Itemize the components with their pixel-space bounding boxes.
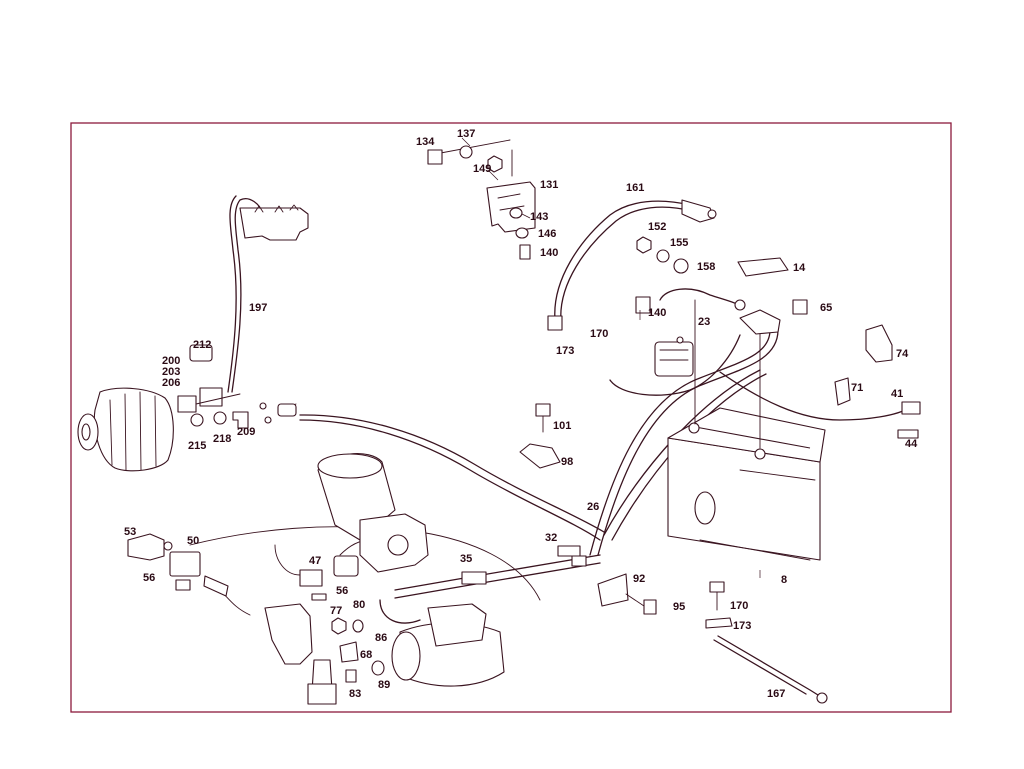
bracket-14 <box>737 257 789 277</box>
part-label-170a: 170 <box>590 328 608 340</box>
part-label-131: 131 <box>540 179 558 191</box>
alternator <box>77 387 174 472</box>
part-label-98: 98 <box>561 456 573 468</box>
connectors-50-56 <box>127 533 229 597</box>
part-label-74: 74 <box>896 348 909 360</box>
part-label-134: 134 <box>416 136 435 148</box>
cable-23 <box>609 288 746 396</box>
part-label-167: 167 <box>767 688 785 700</box>
part-label-170b: 170 <box>730 600 748 612</box>
part-label-149: 149 <box>473 163 491 175</box>
part-label-146: 146 <box>538 228 556 240</box>
part-label-200: 200 <box>162 355 180 367</box>
part-label-173b: 173 <box>733 620 751 632</box>
part-label-53: 53 <box>124 526 136 538</box>
ignition-coil <box>317 453 429 577</box>
bracket-131 <box>427 139 536 260</box>
part-label-71: 71 <box>851 382 863 394</box>
part-label-80: 80 <box>353 599 365 611</box>
part-label-140b: 140 <box>648 307 666 319</box>
part-label-92: 92 <box>633 573 645 585</box>
part-label-206: 206 <box>162 377 180 389</box>
part-label-101: 101 <box>553 420 571 432</box>
part-label-23: 23 <box>698 316 710 328</box>
part-label-158: 158 <box>697 261 715 273</box>
part-label-8: 8 <box>781 574 787 586</box>
part-label-218: 218 <box>213 433 231 445</box>
part-label-143: 143 <box>530 211 548 223</box>
part-label-155: 155 <box>670 237 688 249</box>
part-label-77: 77 <box>330 605 342 617</box>
part-label-161: 161 <box>626 182 644 194</box>
part-label-137: 137 <box>457 128 475 140</box>
cable-197 <box>227 195 309 393</box>
part-label-95: 95 <box>673 601 685 613</box>
part-label-152: 152 <box>648 221 666 233</box>
part-label-203: 203 <box>162 366 180 378</box>
regulator-group <box>177 344 297 429</box>
part-label-56b: 56 <box>336 585 348 597</box>
part-label-56a: 56 <box>143 572 155 584</box>
bracket-92 <box>597 573 657 615</box>
part-label-26: 26 <box>587 501 599 513</box>
bolt-101 <box>519 403 561 469</box>
part-label-209: 209 <box>237 426 255 438</box>
part-label-35: 35 <box>460 553 472 565</box>
part-label-173a: 173 <box>556 345 574 357</box>
part-label-215: 215 <box>188 440 206 452</box>
part-labels: 134 137 149 131 143 146 140 161 152 155 … <box>124 128 918 700</box>
cable-26 <box>589 309 781 556</box>
cable-161 <box>547 199 717 331</box>
diagram-frame <box>70 122 952 713</box>
right-hardware <box>719 299 921 439</box>
part-label-212: 212 <box>193 339 211 351</box>
starter-motor <box>379 599 505 687</box>
part-label-50: 50 <box>187 535 199 547</box>
part-label-32: 32 <box>545 532 557 544</box>
leader-lines <box>461 137 761 578</box>
part-label-68: 68 <box>360 649 372 661</box>
clips-32-35 <box>461 545 587 585</box>
part-label-47: 47 <box>309 555 321 567</box>
part-label-44: 44 <box>905 438 918 450</box>
part-label-14: 14 <box>793 262 806 274</box>
part-label-89: 89 <box>378 679 390 691</box>
part-label-197: 197 <box>249 302 267 314</box>
battery <box>667 299 826 561</box>
part-label-65: 65 <box>820 302 832 314</box>
part-label-86: 86 <box>375 632 387 644</box>
rod-167 <box>705 581 828 704</box>
part-label-83: 83 <box>349 688 361 700</box>
distributor-group <box>264 569 385 705</box>
part-label-140a: 140 <box>540 247 558 259</box>
part-label-41: 41 <box>891 388 903 400</box>
hardware-152-158 <box>636 236 689 274</box>
